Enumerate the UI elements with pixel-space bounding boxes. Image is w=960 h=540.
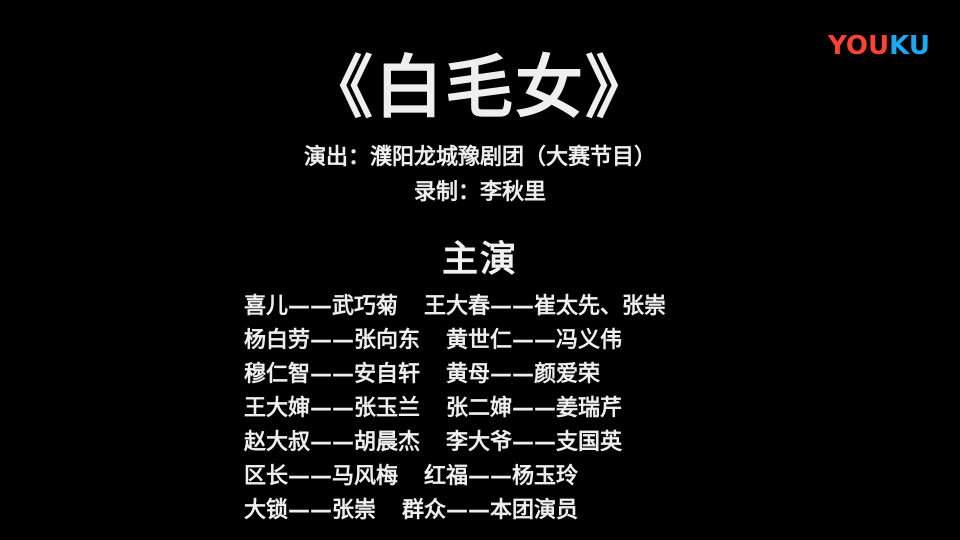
- cast-entry-right: 王大春——崔太先、张崇: [424, 294, 667, 319]
- cast-entry-left: 穆仁智——安自轩: [244, 362, 421, 387]
- cast-list: 喜儿——武巧菊王大春——崔太先、张崇 杨白劳——张向东黄世仁——冯义伟 穆仁智—…: [244, 290, 764, 528]
- cast-row: 穆仁智——安自轩黄母——颜爱荣: [244, 358, 764, 392]
- cast-entry-left: 区长——马风梅: [244, 464, 399, 489]
- cast-entry-right: 红福——杨玉玲: [424, 464, 579, 489]
- cast-entry-left: 赵大叔——胡晨杰: [244, 430, 421, 455]
- cast-entry-right: 张二婶——姜瑞芹: [446, 396, 623, 421]
- cast-row: 大锁——张崇群众——本团演员: [244, 494, 764, 528]
- logo-text-ku: KU: [889, 31, 930, 61]
- youku-logo: YOUKU: [828, 30, 930, 62]
- cast-row: 赵大叔——胡晨杰李大爷——支国英: [244, 426, 764, 460]
- cast-row: 喜儿——武巧菊王大春——崔太先、张崇: [244, 290, 764, 324]
- cast-row: 王大婶——张玉兰张二婶——姜瑞芹: [244, 392, 764, 426]
- cast-entry-left: 王大婶——张玉兰: [244, 396, 421, 421]
- cast-entry-right: 黄世仁——冯义伟: [446, 328, 623, 353]
- performer-credit: 演出：濮阳龙城豫剧团（大赛节目）: [303, 145, 656, 170]
- cast-entry-left: 大锁——张崇: [244, 498, 377, 523]
- cast-entry-left: 喜儿——武巧菊: [244, 294, 399, 319]
- cast-entry-right: 李大爷——支国英: [446, 430, 623, 455]
- cast-heading: 主演: [441, 239, 518, 280]
- cast-row: 区长——马风梅红福——杨玉玲: [244, 460, 764, 494]
- cast-entry-right: 黄母——颜爱荣: [446, 362, 601, 387]
- cast-entry-right: 群众——本团演员: [402, 498, 579, 523]
- cast-entry-left: 杨白劳——张向东: [244, 328, 421, 353]
- opera-title: 《白毛女》: [304, 49, 655, 128]
- recorder-credit: 录制：李秋里: [413, 180, 546, 205]
- cast-row: 杨白劳——张向东黄世仁——冯义伟: [244, 324, 764, 358]
- logo-text-you: YOU: [828, 31, 890, 61]
